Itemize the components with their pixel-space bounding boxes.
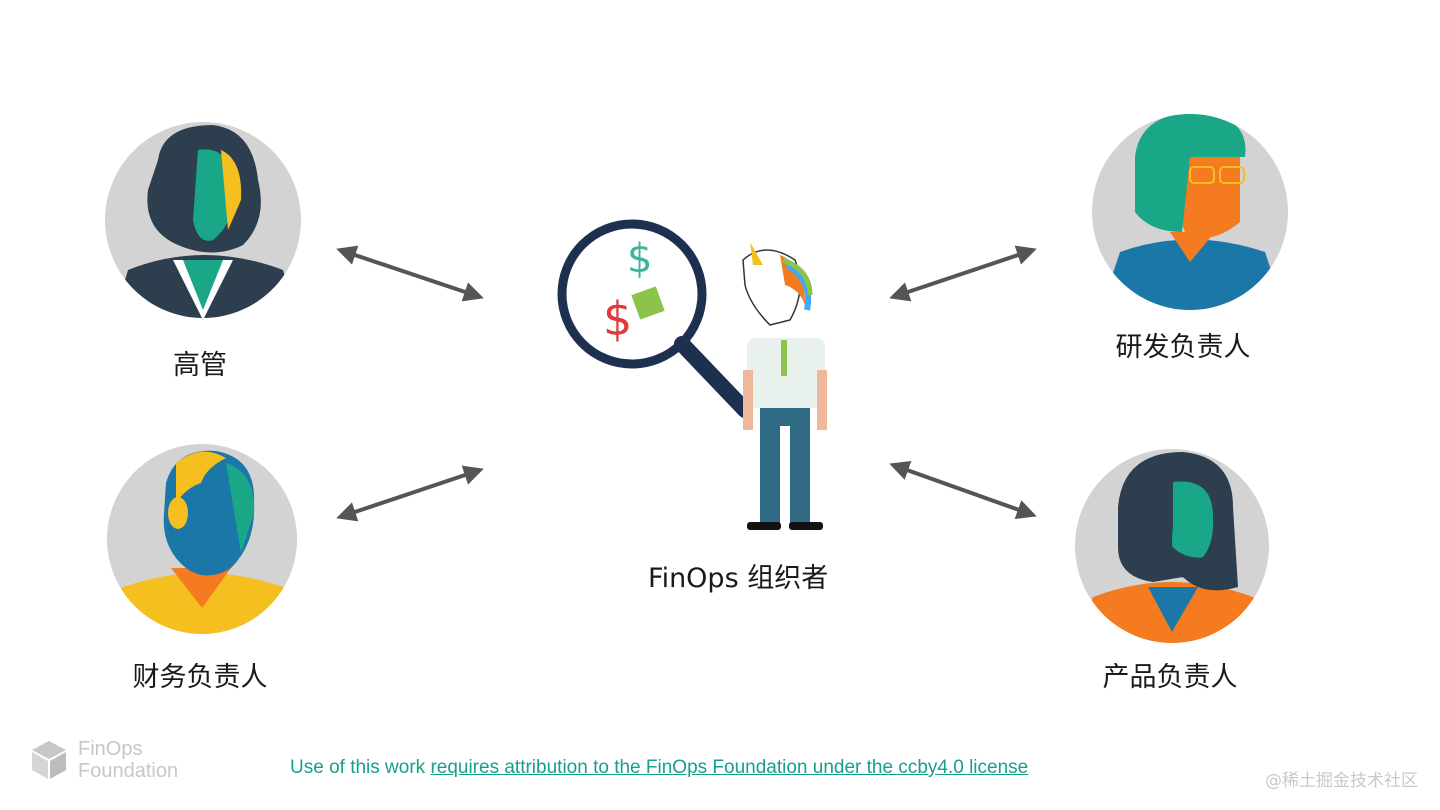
- finance-avatar: [107, 444, 297, 634]
- finops-practitioner-illustration: $ $: [557, 219, 827, 530]
- svg-text:$: $: [627, 236, 652, 282]
- finops-foundation-logo: FinOps Foundation: [30, 738, 178, 782]
- role-label-finance: 财务负责人: [132, 662, 268, 693]
- engineering-avatar: [1092, 114, 1288, 310]
- attribution-license-link[interactable]: requires attribution to the FinOps Found…: [430, 757, 1029, 778]
- center-label: FinOps 组织者: [648, 563, 829, 594]
- cube-icon: [32, 741, 66, 779]
- attribution-text: Use of this work requires attribution to…: [290, 757, 1028, 779]
- magnifier-icon: $ $: [557, 219, 753, 418]
- logo-line2: Foundation: [78, 760, 179, 782]
- product-avatar: [1075, 449, 1269, 643]
- role-label-product: 产品负责人: [1102, 662, 1238, 693]
- arrow-product: [889, 460, 1037, 520]
- arrow-finance: [336, 465, 484, 522]
- executive-avatar: [105, 122, 301, 318]
- svg-text:$: $: [603, 292, 632, 346]
- person-body: [743, 338, 827, 530]
- arrow-engineering: [889, 245, 1037, 302]
- role-label-engineering: 研发负责人: [1115, 332, 1251, 363]
- role-label-executive: 高管: [173, 350, 227, 381]
- attribution-prefix: Use of this work: [290, 757, 431, 778]
- arrow-executive: [336, 245, 484, 302]
- unicorn-head: [742, 242, 813, 326]
- watermark: @稀土掘金技术社区: [1265, 771, 1418, 791]
- logo-line1: FinOps: [78, 738, 143, 760]
